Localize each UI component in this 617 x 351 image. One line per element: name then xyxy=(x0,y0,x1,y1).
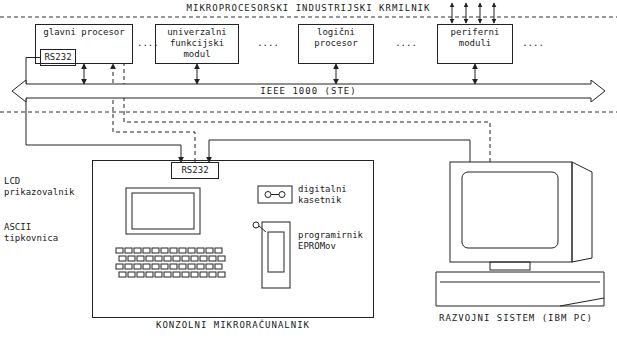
part-label: ASCII tipkovnica xyxy=(4,222,86,244)
region-boundary xyxy=(0,17,617,18)
serial-link xyxy=(113,64,195,162)
box-label: RS232 xyxy=(41,50,75,65)
cassette-drive xyxy=(258,186,292,203)
bus-band: IEEE 1000 (STE) xyxy=(12,80,605,102)
module-box: univerzalni funkcijski modul xyxy=(155,24,239,64)
serial-link xyxy=(209,140,470,162)
box-label: univerzalni funkcijski modul xyxy=(156,25,238,62)
part-label: digitalni kasetnik xyxy=(298,184,368,206)
caption-label: RAZVOJNI SISTEM (IBM PC) xyxy=(408,313,617,324)
caption-label: KONZOLNI MIKRORAČUNALNIK xyxy=(73,320,393,331)
ellipsis-mark: .... xyxy=(518,38,548,49)
box-label: logični procesor xyxy=(299,25,373,51)
eprom-programmer xyxy=(253,222,290,288)
part-label: programirnik EPROMov xyxy=(298,230,368,252)
processor-box: logični procesor xyxy=(298,24,374,64)
box-label: glavni procesor xyxy=(36,25,132,40)
title-row: MIKROPROCESORSKI INDUSTRIJSKI KRMILNIK xyxy=(0,3,617,13)
port-box: RS232 xyxy=(171,162,219,179)
port-box: RS232 xyxy=(40,49,76,66)
io-arrows xyxy=(452,3,494,23)
bus-outline xyxy=(12,80,605,102)
ellipsis-mark: .... xyxy=(379,38,433,49)
lcd-display xyxy=(126,188,200,234)
bus-connection xyxy=(84,64,85,84)
ibm-pc-drawing xyxy=(436,162,604,306)
bus-connection xyxy=(475,64,476,84)
bus-connection xyxy=(197,64,198,84)
box-label: IEEE 1000 (STE) xyxy=(254,86,362,97)
serial-link xyxy=(26,58,181,163)
keyboard xyxy=(116,248,225,277)
ellipsis-mark: .... xyxy=(137,38,155,49)
bus-connection xyxy=(336,64,337,84)
diagram-title: MIKROPROCESORSKI INDUSTRIJSKI KRMILNIK xyxy=(183,3,435,13)
box-label: periferni moduli xyxy=(438,25,512,51)
serial-link xyxy=(124,64,490,162)
pc-figure: RAZVOJNI SISTEM (IBM PC) xyxy=(428,150,604,310)
part-label: LCD prikazovalnik xyxy=(4,176,86,198)
ellipsis-mark: .... xyxy=(243,38,293,49)
region-boundary xyxy=(0,112,617,113)
processor-box: glavni procesorRS232 xyxy=(35,24,133,64)
box-label: RS232 xyxy=(172,163,218,178)
module-box: periferni moduli xyxy=(437,24,513,64)
